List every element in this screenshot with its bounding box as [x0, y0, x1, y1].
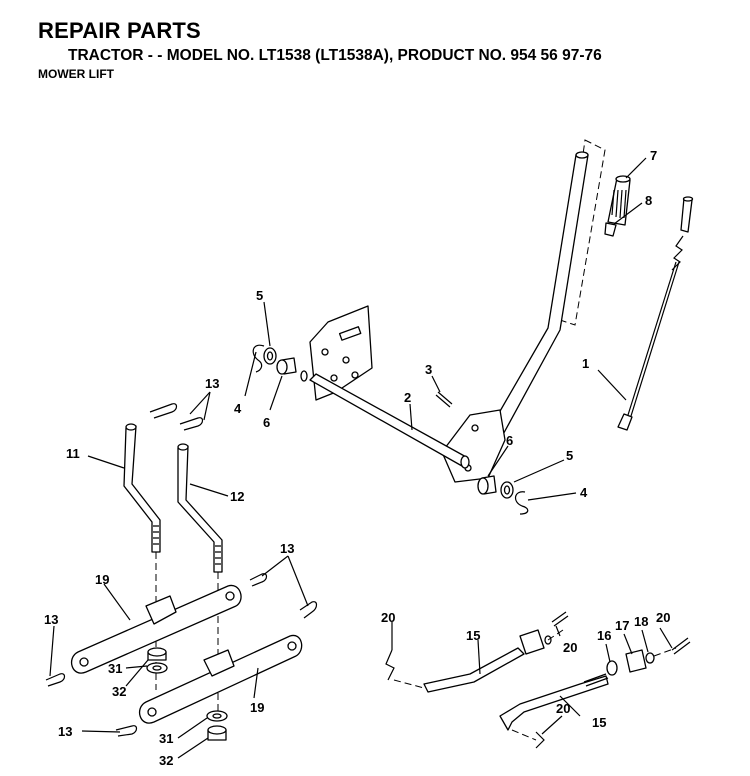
callout-17: 17 [615, 618, 629, 633]
callout-20-bottom: 20 [556, 701, 570, 716]
callout-13-arm: 13 [280, 541, 294, 556]
hairpin-clip-upper-1 [149, 403, 178, 419]
cotter-pin [435, 391, 453, 408]
callout-13-bottom: 13 [58, 724, 72, 739]
left-washer [263, 347, 277, 365]
washer-16 [606, 660, 618, 676]
callout-20-left: 20 [381, 610, 395, 625]
lift-arm-lower [138, 634, 303, 724]
callout-13-upper: 13 [205, 376, 219, 391]
callout-6-right: 6 [506, 433, 513, 448]
lift-link-left [123, 423, 161, 553]
callout-15-upper: 15 [466, 628, 480, 643]
callout-11: 11 [66, 446, 80, 461]
callout-13-left: 13 [44, 612, 58, 627]
handle-button [604, 222, 617, 237]
link-rod-lower [499, 673, 609, 731]
callout-20-middle: 20 [563, 640, 577, 655]
callout-32-lower: 32 [159, 753, 173, 768]
callout-7: 7 [650, 148, 657, 163]
left-clip [252, 344, 265, 373]
hairpin-clip-upper-2 [179, 417, 204, 431]
lift-shaft [309, 373, 470, 469]
callout-15-lower: 15 [592, 715, 606, 730]
lift-arm-upper [70, 584, 242, 674]
nut-32-upper [147, 647, 167, 661]
nut-32-lower [207, 725, 227, 741]
washer-31-upper [146, 662, 168, 674]
leader-lines [49, 157, 673, 759]
alignment-line-a [393, 679, 425, 689]
release-rod [617, 196, 694, 431]
cotter-pin-20-c [671, 637, 691, 655]
callout-3: 3 [425, 362, 432, 377]
section-title: MOWER LIFT [38, 67, 114, 81]
cotter-pin-20-a [385, 649, 395, 681]
link-block-upper [519, 629, 552, 655]
callout-12: 12 [230, 489, 244, 504]
callout-31-lower: 31 [159, 731, 173, 746]
callout-4-right: 4 [580, 485, 588, 500]
swivel-block-17 [625, 649, 647, 673]
lift-handle [441, 139, 606, 483]
callout-31-upper: 31 [108, 661, 122, 676]
handle-grip [607, 175, 631, 226]
callout-20-right: 20 [656, 610, 670, 625]
callout-5-left: 5 [256, 288, 263, 303]
callout-18: 18 [634, 614, 648, 629]
hairpin-clip-arm-2 [299, 601, 318, 619]
lift-link-right [177, 443, 223, 573]
right-clip [515, 491, 529, 515]
callout-4-left: 4 [234, 401, 242, 416]
callout-5-right: 5 [566, 448, 573, 463]
callout-8: 8 [645, 193, 652, 208]
callout-16: 16 [597, 628, 611, 643]
cotter-pin-20-d [535, 731, 545, 749]
callout-1: 1 [582, 356, 589, 371]
mounting-bracket [309, 305, 373, 401]
callout-19-upper: 19 [95, 572, 109, 587]
callout-19-lower: 19 [250, 700, 264, 715]
cotter-pin-20-b [551, 611, 569, 627]
callout-32-upper: 32 [112, 684, 126, 699]
page-subtitle: TRACTOR - - MODEL NO. LT1538 (LT1538A), … [68, 47, 602, 64]
alignment-line-c [653, 647, 677, 657]
nut-18 [645, 652, 655, 664]
left-bushing [276, 357, 308, 382]
callout-2: 2 [404, 390, 411, 405]
right-bushing [477, 475, 497, 495]
washer-31-lower [206, 710, 228, 722]
alignment-line-b [547, 627, 567, 641]
right-washer [500, 481, 514, 499]
hairpin-clip-arm-3 [45, 673, 66, 687]
alignment-line-d [511, 729, 537, 741]
hairpin-clip-arm-4 [115, 725, 138, 737]
link-rod-upper [423, 647, 525, 693]
hairpin-clip-arm-1 [249, 573, 268, 587]
page-title: REPAIR PARTS [38, 18, 201, 43]
callout-6-left: 6 [263, 415, 270, 430]
